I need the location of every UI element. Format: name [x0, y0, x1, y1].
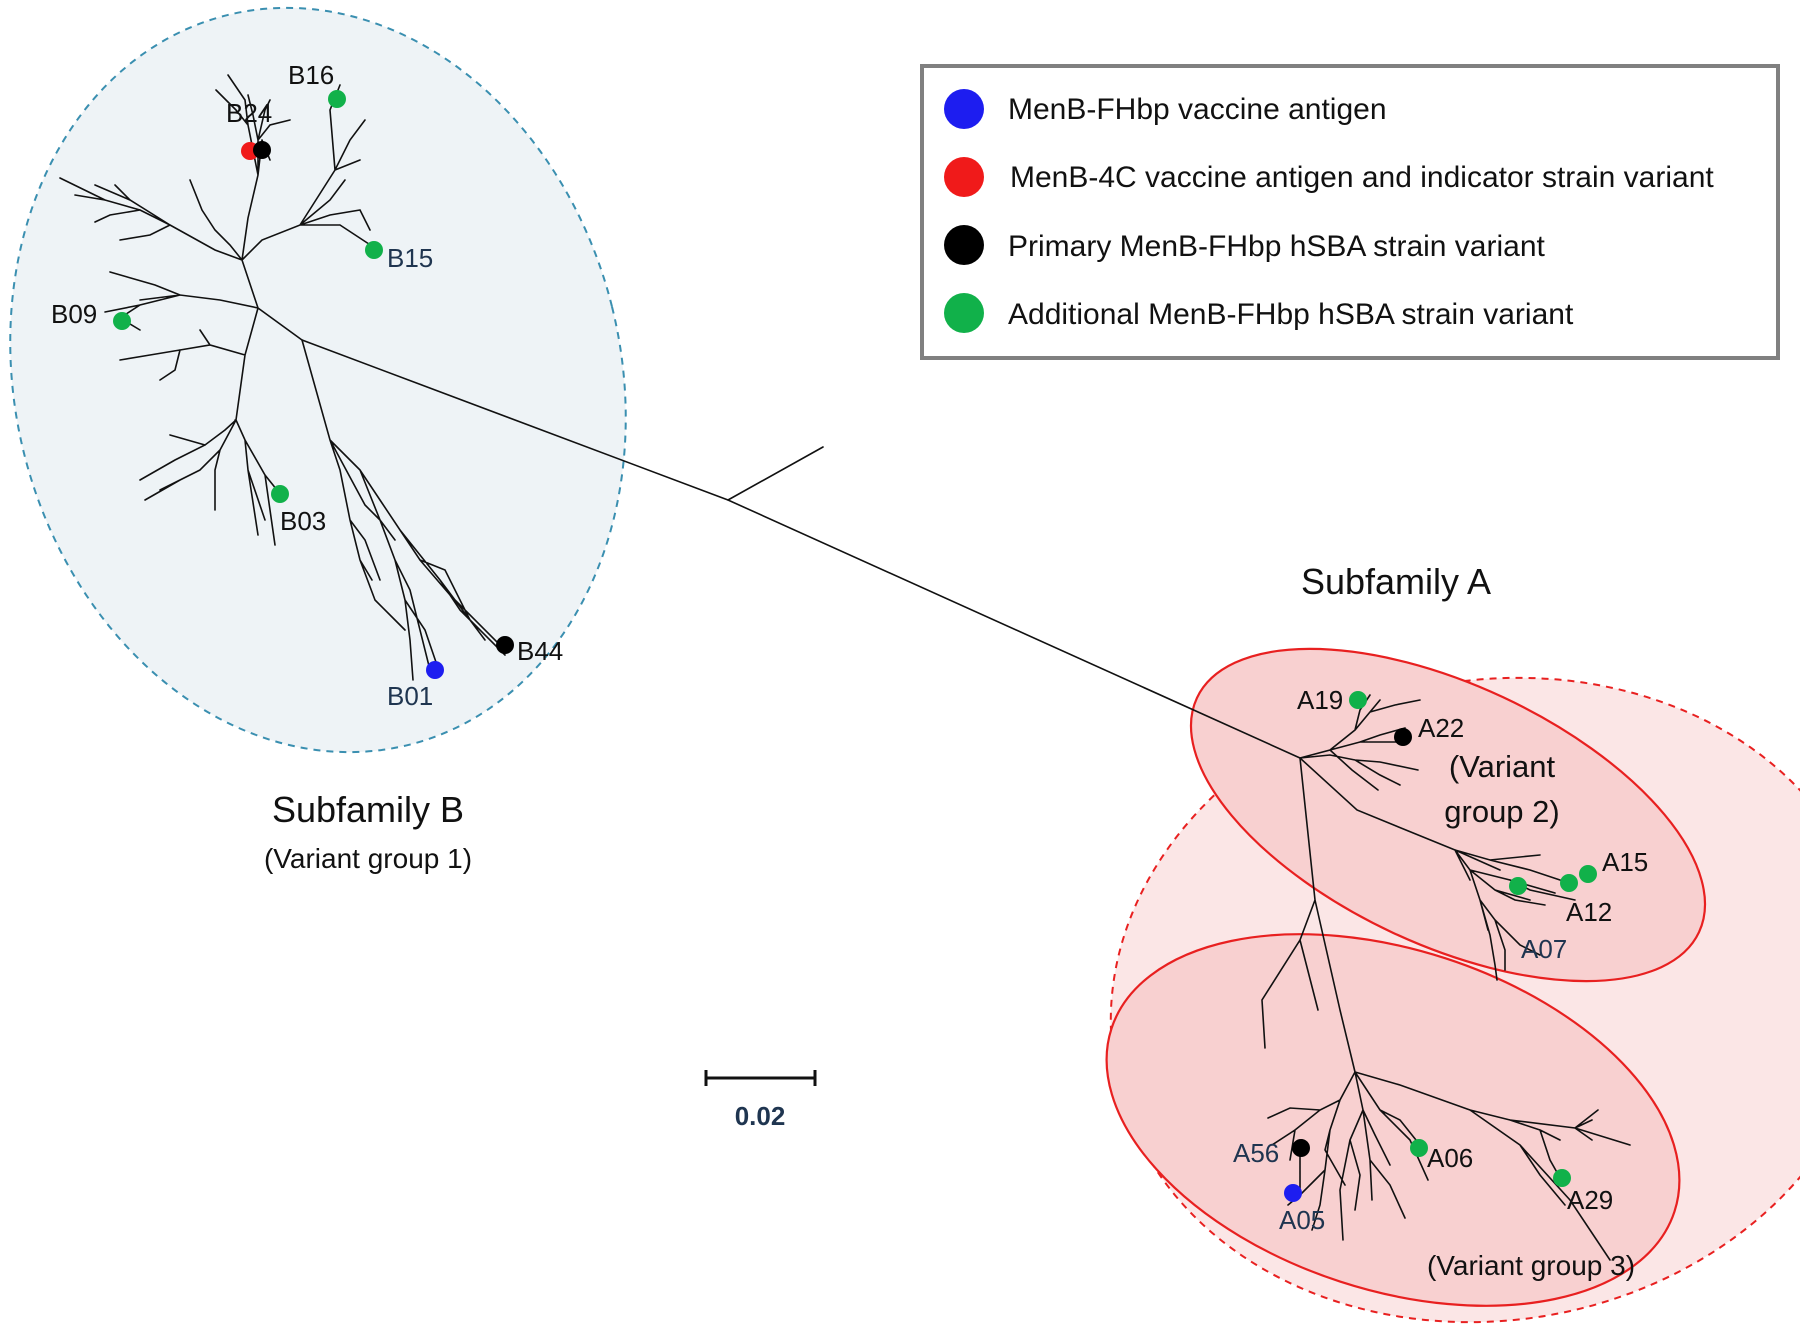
label-a07: A07 — [1521, 934, 1567, 964]
marker-a06 — [1410, 1139, 1428, 1157]
label-a29: A29 — [1567, 1185, 1613, 1215]
subfamily-a-branches — [1261, 694, 1631, 1261]
scale-bar-label: 0.02 — [735, 1101, 786, 1131]
label-a22: A22 — [1418, 713, 1464, 743]
marker-a12 — [1560, 874, 1578, 892]
label-b24: B24 — [226, 98, 272, 128]
label-a19: A19 — [1297, 685, 1343, 715]
variant-group-2-label-line2: group 2) — [1444, 794, 1559, 829]
marker-a56 — [1292, 1139, 1310, 1157]
marker-b24-black — [253, 141, 271, 159]
marker-b44 — [496, 636, 514, 654]
outgroup-branch — [727, 446, 824, 501]
subfamily-b-title: Subfamily B — [272, 789, 464, 830]
legend-label-additional-strain: Additional MenB-FHbp hSBA strain variant — [1008, 298, 1574, 331]
legend-swatch-additional-strain — [944, 293, 984, 333]
legend: MenB-FHbp vaccine antigen MenB-4C vaccin… — [920, 64, 1780, 360]
marker-b01 — [426, 661, 444, 679]
label-b01: B01 — [387, 681, 433, 711]
label-b44: B44 — [517, 636, 563, 666]
subfamily-b-region — [9, 6, 627, 754]
legend-label-menb4c: MenB-4C vaccine antigen and indicator st… — [1010, 161, 1714, 194]
legend-swatch-vaccine-antigen — [944, 89, 984, 129]
label-b15: B15 — [387, 243, 433, 273]
variant-group-3-region — [1105, 933, 1681, 1307]
label-b16: B16 — [288, 60, 334, 90]
variant-group-3-label: (Variant group 3) — [1427, 1250, 1635, 1281]
marker-a29 — [1553, 1169, 1571, 1187]
marker-b09 — [113, 312, 131, 330]
subfamily-b-branches — [59, 74, 506, 681]
label-a05: A05 — [1279, 1205, 1325, 1235]
marker-b15 — [365, 241, 383, 259]
legend-label-primary-strain: Primary MenB-FHbp hSBA strain variant — [1008, 230, 1546, 263]
marker-a22 — [1394, 728, 1412, 746]
legend-swatch-primary-strain — [944, 225, 984, 265]
label-a56: A56 — [1233, 1138, 1279, 1168]
marker-a19 — [1349, 691, 1367, 709]
marker-a15 — [1579, 865, 1597, 883]
label-a15: A15 — [1602, 847, 1648, 877]
marker-b16 — [328, 90, 346, 108]
variant-group-2-label-line1: (Variant — [1449, 749, 1556, 784]
marker-a05 — [1284, 1184, 1302, 1202]
label-b03: B03 — [280, 506, 326, 536]
label-b09: B09 — [51, 299, 97, 329]
subfamily-a-title: Subfamily A — [1301, 561, 1491, 602]
subfamily-b-subtitle: (Variant group 1) — [264, 843, 472, 874]
marker-b03 — [271, 485, 289, 503]
scale-bar — [704, 1070, 817, 1086]
tree-branches — [59, 74, 1631, 1261]
legend-box — [920, 64, 1780, 360]
variant-group-2-region — [1189, 647, 1707, 983]
legend-label-vaccine-antigen: MenB-FHbp vaccine antigen — [1008, 93, 1387, 126]
label-a12: A12 — [1566, 897, 1612, 927]
label-a06: A06 — [1427, 1143, 1473, 1173]
marker-a07 — [1509, 877, 1527, 895]
legend-swatch-menb4c — [944, 157, 984, 197]
